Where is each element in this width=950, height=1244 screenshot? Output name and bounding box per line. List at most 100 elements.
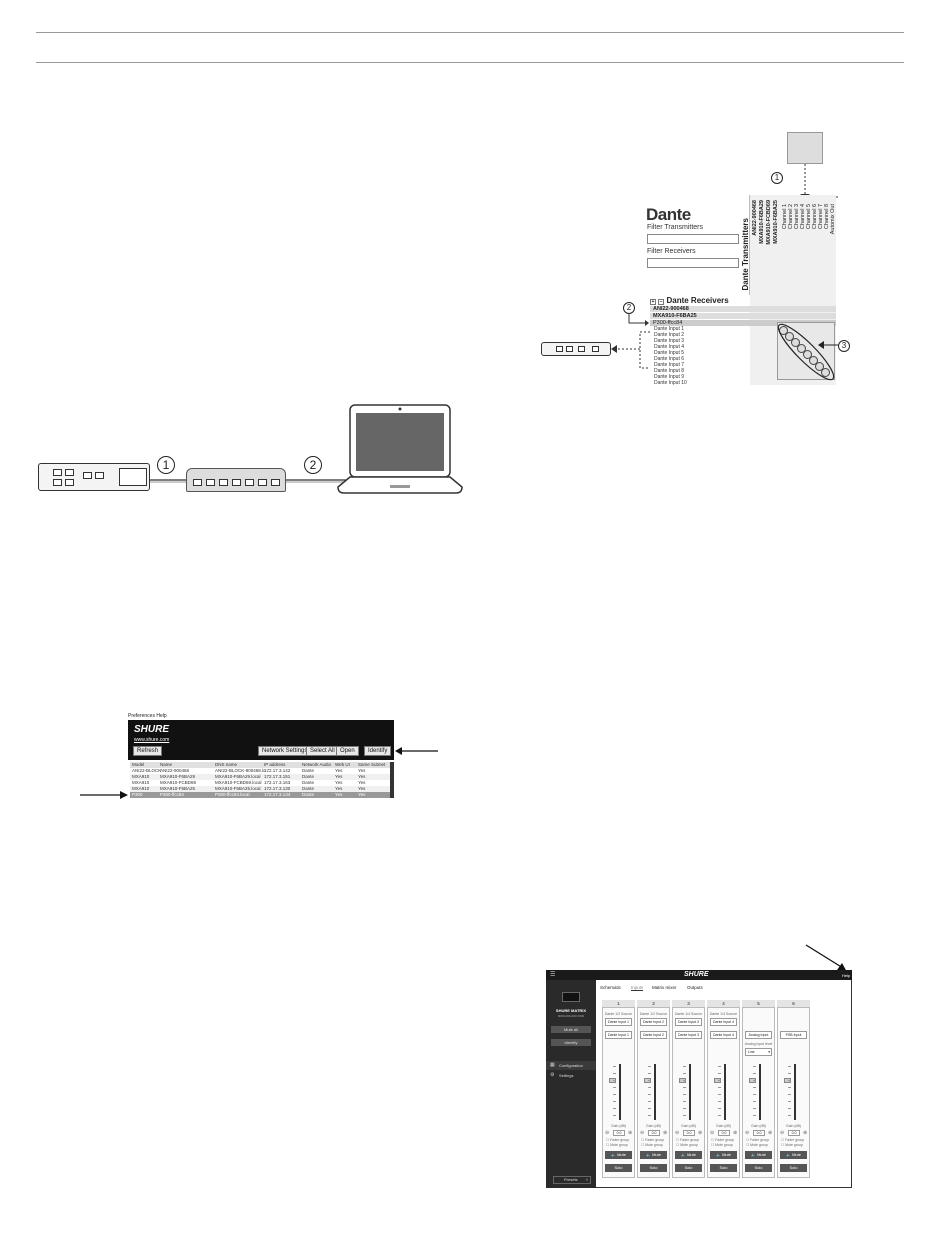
- solo-button[interactable]: Solo: [605, 1164, 632, 1172]
- col-dns[interactable]: DNS name: [215, 762, 238, 767]
- fader-track[interactable]: [724, 1064, 726, 1120]
- tab-inputs[interactable]: Inputs: [631, 985, 644, 991]
- table-scrollbar[interactable]: [390, 762, 394, 798]
- collapse-all-icon[interactable]: −: [658, 299, 665, 305]
- col-name[interactable]: Name: [160, 762, 173, 767]
- channel-name-field[interactable]: Dante Input 2: [640, 1031, 667, 1039]
- plus-icon[interactable]: ⊕: [628, 1130, 633, 1136]
- gain-input[interactable]: 0.0: [718, 1130, 730, 1136]
- plus-icon[interactable]: ⊕: [698, 1130, 703, 1136]
- source-select[interactable]: Dante Input 1: [605, 1018, 632, 1026]
- channel-name-field[interactable]: Dante Input 4: [710, 1031, 737, 1039]
- source-select[interactable]: Dante Input 2: [640, 1018, 667, 1026]
- fader-group-checkbox[interactable]: ☐ Fader group: [781, 1138, 805, 1142]
- channel-name-field[interactable]: Analog Input: [745, 1031, 772, 1039]
- nav-settings[interactable]: ⚙ Settings: [546, 1071, 596, 1080]
- identify-device-button[interactable]: Identify: [551, 1039, 591, 1046]
- tab-matrix-mixer[interactable]: Matrix mixer: [652, 985, 677, 990]
- gain-input[interactable]: 0.0: [788, 1130, 800, 1136]
- fader-group-checkbox[interactable]: ☐ Fader group: [606, 1138, 630, 1142]
- routing-dot[interactable]: [791, 338, 800, 347]
- expand-all-icon[interactable]: +: [650, 299, 656, 305]
- mute-group-checkbox[interactable]: ☐ Mute group: [781, 1143, 803, 1147]
- receiver-row[interactable]: ANI22-900468: [650, 306, 836, 312]
- source-select[interactable]: Dante Input 4: [710, 1018, 737, 1026]
- source-select[interactable]: Dante Input 3: [675, 1018, 702, 1026]
- fader-group-checkbox[interactable]: ☐ Fader group: [711, 1138, 735, 1142]
- fader-group-checkbox[interactable]: ☐ Fader group: [676, 1138, 700, 1142]
- solo-button[interactable]: Solo: [640, 1164, 667, 1172]
- refresh-button[interactable]: Refresh: [133, 746, 163, 756]
- fader-track[interactable]: [689, 1064, 691, 1120]
- solo-button[interactable]: Solo: [745, 1164, 772, 1172]
- dante-input-row[interactable]: Dante Input 10: [654, 380, 687, 386]
- dante-input-row[interactable]: Dante Input 1: [654, 326, 685, 332]
- routing-dot[interactable]: [821, 368, 830, 377]
- channel-name-field[interactable]: PSB Input: [780, 1031, 807, 1039]
- dante-input-row[interactable]: Dante Input 9: [654, 374, 685, 380]
- presets-button[interactable]: Presets ˄: [553, 1176, 591, 1184]
- filter-receivers-input[interactable]: [647, 258, 739, 268]
- receiver-row[interactable]: MXA910-F6BA25: [650, 313, 836, 319]
- shure-url-link[interactable]: www.shure.com: [134, 737, 170, 743]
- solo-button[interactable]: Solo: [675, 1164, 702, 1172]
- filter-transmitters-input[interactable]: [647, 234, 739, 244]
- mute-group-checkbox[interactable]: ☐ Mute group: [746, 1143, 768, 1147]
- nav-configuration[interactable]: ▦ Configuration: [546, 1061, 596, 1070]
- plus-icon[interactable]: ⊕: [768, 1130, 773, 1136]
- fader-track[interactable]: [619, 1064, 621, 1120]
- fader-track[interactable]: [654, 1064, 656, 1120]
- tab-schematic[interactable]: Schematic: [600, 985, 622, 990]
- routing-dot[interactable]: [797, 344, 806, 353]
- tab-outputs[interactable]: Outputs: [687, 985, 703, 990]
- routing-dot[interactable]: [809, 356, 818, 365]
- fader-track[interactable]: [759, 1064, 761, 1120]
- mute-all-button[interactable]: Mute all: [551, 1026, 591, 1033]
- minus-icon[interactable]: ⊖: [640, 1130, 645, 1136]
- col-subnet[interactable]: Same Subnet: [358, 762, 386, 767]
- select-all-button[interactable]: Select All: [306, 746, 339, 756]
- minus-icon[interactable]: ⊖: [675, 1130, 680, 1136]
- mute-button[interactable]: 🔈 Mute: [605, 1151, 632, 1159]
- solo-button[interactable]: Solo: [710, 1164, 737, 1172]
- dante-input-row[interactable]: Dante Input 3: [654, 338, 685, 344]
- gain-input[interactable]: 0.0: [613, 1130, 625, 1136]
- minus-icon[interactable]: ⊖: [780, 1130, 785, 1136]
- fader-group-checkbox[interactable]: ☐ Fader group: [746, 1138, 770, 1142]
- dante-input-row[interactable]: Dante Input 6: [654, 356, 685, 362]
- gain-input[interactable]: 0.0: [683, 1130, 695, 1136]
- help-link[interactable]: Help: [842, 973, 851, 978]
- mute-button[interactable]: 🔈 Mute: [780, 1151, 807, 1159]
- routing-dot[interactable]: [785, 332, 794, 341]
- identify-button[interactable]: Identify: [364, 746, 392, 756]
- plus-icon[interactable]: ⊕: [733, 1130, 738, 1136]
- dante-input-row[interactable]: Dante Input 4: [654, 344, 685, 350]
- open-button[interactable]: Open: [336, 746, 359, 756]
- routing-dot[interactable]: [815, 362, 824, 371]
- minus-icon[interactable]: ⊖: [710, 1130, 715, 1136]
- mute-button[interactable]: 🔈 Mute: [640, 1151, 667, 1159]
- plus-icon[interactable]: ⊕: [803, 1130, 808, 1136]
- dante-input-row[interactable]: Dante Input 7: [654, 362, 685, 368]
- channel-name-field[interactable]: Dante Input 1: [605, 1031, 632, 1039]
- dante-input-row[interactable]: Dante Input 5: [654, 350, 685, 356]
- routing-dot[interactable]: [803, 350, 812, 359]
- mute-group-checkbox[interactable]: ☐ Mute group: [641, 1143, 663, 1147]
- minus-icon[interactable]: ⊖: [745, 1130, 750, 1136]
- solo-button[interactable]: Solo: [780, 1164, 807, 1172]
- mute-group-checkbox[interactable]: ☐ Mute group: [711, 1143, 733, 1147]
- dante-input-row[interactable]: Dante Input 2: [654, 332, 685, 338]
- gain-input[interactable]: 0.0: [648, 1130, 660, 1136]
- col-webui[interactable]: Web UI: [335, 762, 350, 767]
- receiver-row[interactable]: P300-ffcc84: [650, 320, 836, 326]
- mute-button[interactable]: 🔈 Mute: [710, 1151, 737, 1159]
- menu-icon[interactable]: ☰: [550, 972, 556, 978]
- mute-button[interactable]: 🔈 Mute: [745, 1151, 772, 1159]
- mute-button[interactable]: 🔈 Mute: [675, 1151, 702, 1159]
- col-ip[interactable]: IP address: [264, 762, 286, 767]
- finder-menu[interactable]: Preferences Help: [128, 713, 167, 719]
